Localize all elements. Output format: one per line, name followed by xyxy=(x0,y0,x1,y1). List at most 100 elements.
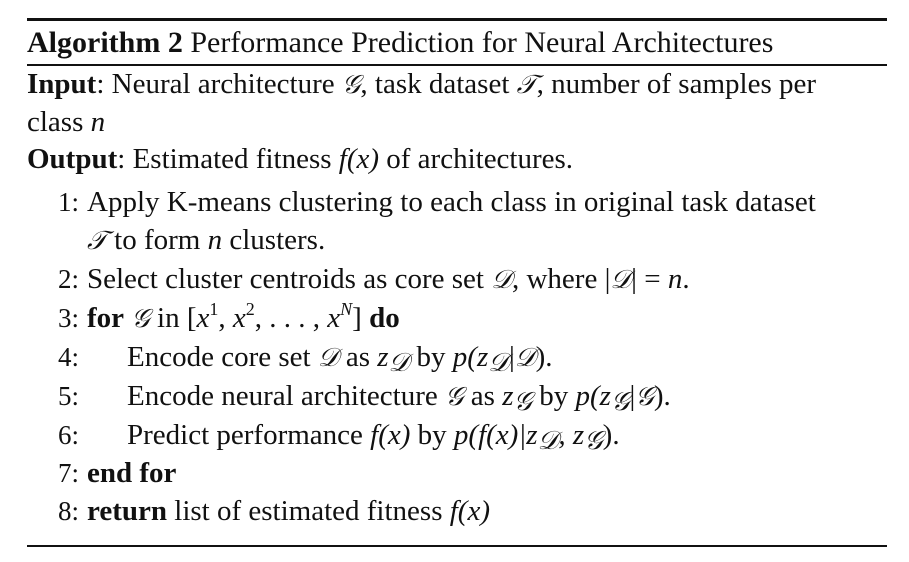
subscript: 𝒟 xyxy=(388,348,410,378)
step-text-b: , xyxy=(218,302,233,334)
step-text-c: , z xyxy=(558,419,585,451)
probability-expr: p(z xyxy=(575,380,611,412)
symbol-x: x xyxy=(196,302,210,334)
subscript: 𝒢 xyxy=(610,387,630,417)
symbol-z: z xyxy=(377,341,389,373)
step-number: 3: xyxy=(57,303,79,333)
step-text-d: ). xyxy=(602,419,620,451)
step-text: Encode core set 𝒟 as z𝒟 by p(z𝒟|𝒟). xyxy=(87,338,887,377)
step-text-d: | xyxy=(509,341,515,373)
input-line-2: class n xyxy=(27,104,887,141)
step-2: 2: Select cluster centroids as core set … xyxy=(27,260,887,299)
step-4: 4: Encode core set 𝒟 as z𝒟 by p(z𝒟|𝒟). xyxy=(27,338,887,377)
symbol-g: 𝒢 xyxy=(445,382,464,412)
step-text: Apply K-means clustering to each class i… xyxy=(87,186,816,218)
step-number: 2: xyxy=(57,264,79,294)
step-text-b: , where | xyxy=(511,263,611,295)
symbol-g: 𝒢 xyxy=(635,382,654,412)
output-text-a: : Estimated fitness xyxy=(117,143,339,175)
step-number: 1: xyxy=(57,187,79,217)
step-5: 5: Encode neural architecture 𝒢 as z𝒢 by… xyxy=(27,377,887,416)
superscript: N xyxy=(340,299,353,319)
input-text-d: class xyxy=(27,106,91,138)
steps-list: 1: Apply K-means clustering to each clas… xyxy=(27,183,887,530)
step-number: 7: xyxy=(57,458,79,488)
step-8: 8: return list of estimated fitness f(x) xyxy=(27,492,887,530)
step-text-b: as xyxy=(463,380,503,412)
probability-expr: p(z xyxy=(452,341,489,373)
step-text-d: ] xyxy=(352,302,370,334)
step-1: 1: Apply K-means clustering to each clas… xyxy=(27,183,887,221)
step-1-continuation: 𝒯 to form n clusters. xyxy=(27,221,887,260)
output-line: Output: Estimated fitness f(x) of archit… xyxy=(27,141,887,178)
subscript: 𝒢 xyxy=(513,387,533,417)
superscript: 2 xyxy=(245,299,255,319)
keyword-end-for: end for xyxy=(87,457,177,489)
algorithm-block: Algorithm 2 Performance Prediction for N… xyxy=(27,18,887,530)
symbol-fx: f(x) xyxy=(449,495,490,527)
symbol-d: 𝒟 xyxy=(514,343,536,373)
mid-rule xyxy=(27,64,887,66)
input-text-a: : Neural architecture xyxy=(96,68,342,100)
step-text: to form xyxy=(106,224,208,256)
step-text-e: ). xyxy=(535,341,553,373)
step-text-c: | = xyxy=(631,263,668,295)
superscript: 1 xyxy=(209,299,219,319)
step-6: 6: Predict performance f(x) by p(f(x)|z𝒟… xyxy=(27,416,887,454)
step-text-a: Encode core set xyxy=(127,341,318,373)
step-text: for 𝒢 in [x1, x2, . . . , xN] do xyxy=(87,299,887,338)
bottom-rule xyxy=(27,545,887,547)
step-number: 6: xyxy=(57,420,79,450)
output-fx: f(x) xyxy=(338,143,380,175)
step-text-a: Select cluster centroids as core set xyxy=(87,263,492,295)
output-label: Output xyxy=(27,143,118,175)
keyword-for: for xyxy=(87,302,125,334)
input-text-c: , number of samples per xyxy=(536,68,817,100)
subscript: 𝒢 xyxy=(584,426,603,456)
step-number: 5: xyxy=(57,381,79,411)
symbol-x: x xyxy=(232,302,246,334)
input-text-b: , task dataset xyxy=(360,68,517,100)
step-text-b: as xyxy=(338,341,378,373)
symbol-d: 𝒟 xyxy=(610,265,632,295)
input-line: Input: Neural architecture 𝒢, task datas… xyxy=(27,66,887,104)
symbol-z: z xyxy=(502,380,514,412)
step-text-a: Predict performance xyxy=(127,419,371,451)
step-text-a: in [ xyxy=(149,302,197,334)
symbol-fx: f(x) xyxy=(370,419,411,451)
step-3: 3: for 𝒢 in [x1, x2, . . . , xN] do xyxy=(27,299,887,338)
input-label: Input xyxy=(27,68,97,100)
keyword-do: do xyxy=(369,302,400,334)
step-text-c: by xyxy=(409,341,453,373)
symbol-d: 𝒟 xyxy=(491,265,512,295)
keyword-return: return xyxy=(87,495,168,527)
step-text-d: | xyxy=(629,380,636,412)
step-text: Predict performance f(x) by p(f(x)|z𝒟, z… xyxy=(87,416,887,454)
subscript: 𝒟 xyxy=(537,426,559,456)
step-text: Encode neural architecture 𝒢 as z𝒢 by p(… xyxy=(87,377,887,416)
input-symbol-g: 𝒢 xyxy=(341,70,361,100)
step-text-c: by xyxy=(532,380,576,412)
symbol-g: 𝒢 xyxy=(131,304,150,334)
symbol-n: n xyxy=(667,263,683,295)
algorithm-label: Algorithm 2 xyxy=(27,26,183,59)
io-section: Input: Neural architecture 𝒢, task datas… xyxy=(27,66,887,178)
step-text-b: by xyxy=(410,419,454,451)
top-rule xyxy=(27,18,887,21)
symbol-d: 𝒟 xyxy=(317,343,339,373)
step-number: 8: xyxy=(57,496,79,526)
step-text-a: Encode neural architecture xyxy=(127,380,446,412)
input-symbol-n: n xyxy=(90,106,106,138)
step-text: Select cluster centroids as core set 𝒟, … xyxy=(87,260,887,299)
output-text-b: of architectures. xyxy=(379,143,574,175)
symbol-n: n xyxy=(207,224,223,256)
step-text: clusters. xyxy=(222,224,326,256)
probability-expr: p(f(x)|z xyxy=(453,419,538,451)
step-text-c: , . . . , xyxy=(254,302,328,334)
algorithm-title-text: Performance Prediction for Neural Archit… xyxy=(190,26,774,59)
algorithm-title: Algorithm 2 Performance Prediction for N… xyxy=(27,21,887,64)
step-7: 7: end for xyxy=(27,454,887,492)
input-symbol-t: 𝒯 xyxy=(516,70,537,100)
step-text: return list of estimated fitness f(x) xyxy=(87,492,887,530)
step-text-d: . xyxy=(682,263,690,295)
